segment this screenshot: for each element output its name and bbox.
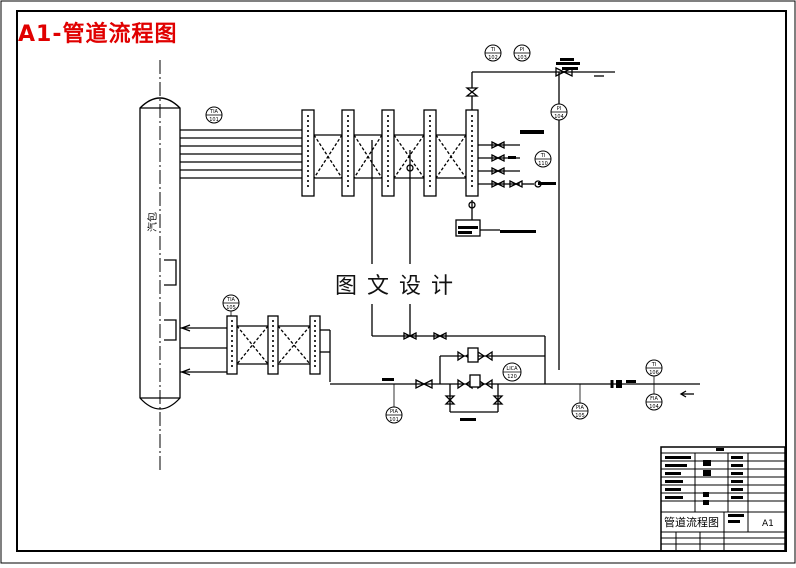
bubble-tag: FIA <box>650 396 658 402</box>
bubble-num: 106 <box>649 370 659 376</box>
title-block <box>660 446 786 552</box>
upper-feed-lines <box>180 129 302 179</box>
equipment-tags <box>382 58 636 421</box>
bubble-tag: TIA <box>209 109 219 115</box>
upper-outlet-valves <box>478 140 542 189</box>
bubble-num: 104 <box>554 114 564 120</box>
bubble-tag: TIA <box>226 297 236 303</box>
title-block-drawing-name: 管道流程图 <box>664 515 719 529</box>
bubble-num: 105 <box>226 305 236 311</box>
bubble-num: 105 <box>575 413 585 419</box>
bubble-tag: PIA <box>576 405 584 411</box>
bubble-num: 104 <box>649 404 659 410</box>
bubble-tag: PI <box>557 106 562 112</box>
bubble-num: 110 <box>538 161 548 167</box>
title-block-sheet-size: A1 <box>762 519 774 529</box>
bubble-tag: PI <box>520 47 525 53</box>
steam-drum-vessel <box>139 60 181 470</box>
vessel-label: 汽包 <box>146 212 159 232</box>
bubble-tag: TI <box>651 362 657 368</box>
lower-exchanger-train <box>180 315 331 382</box>
bubble-num: 101 <box>209 117 219 123</box>
bubble-num: 120 <box>507 374 517 380</box>
watermark-text: 图文设计 <box>322 264 476 304</box>
bubble-num: 103 <box>517 55 527 61</box>
upper-exchanger-train <box>301 109 479 197</box>
bubble-tag: TI <box>540 153 546 159</box>
bubble-tag: TI <box>490 47 496 53</box>
steam-outlet-line <box>465 66 615 370</box>
bubble-num: 102 <box>488 55 498 61</box>
bubble-tag: LICA <box>506 366 518 372</box>
bubble-tag: PIA <box>390 409 398 415</box>
bubble-num: 101 <box>389 417 399 423</box>
page-title: A1-管道流程图 <box>18 22 178 47</box>
feedwater-header <box>330 335 700 413</box>
instrument-bubbles <box>205 44 663 424</box>
